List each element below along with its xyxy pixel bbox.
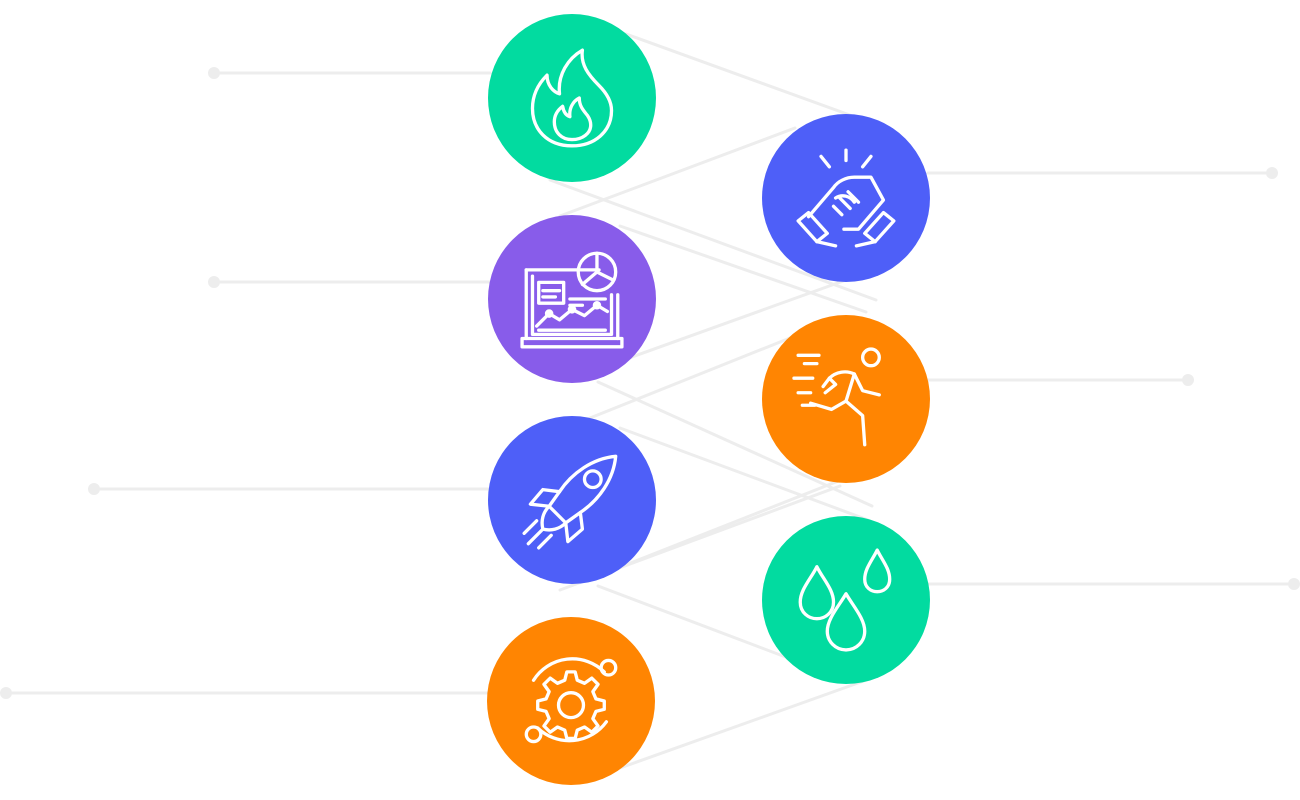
laptop-analytics-icon [520,251,624,349]
fire-icon [530,48,614,148]
gear-orbit-icon [524,657,618,744]
handshake-icon [796,148,896,248]
runner-node [762,315,930,483]
lead-dot [208,276,220,288]
lead-dot [208,67,220,79]
lead-dot [1266,167,1278,179]
handshake-node [762,114,930,282]
drops-node [762,516,930,684]
gear-node [487,617,655,785]
analytics-node [488,215,656,383]
lead-dot [88,483,100,495]
lead-dot [0,687,12,699]
lead-dot [1182,374,1194,386]
fire-node [488,14,656,182]
running-man-icon [792,347,881,447]
rocket-node [488,416,656,584]
lead-dot [1288,578,1300,590]
rocket-icon [522,454,618,550]
water-drops-icon [798,548,892,652]
